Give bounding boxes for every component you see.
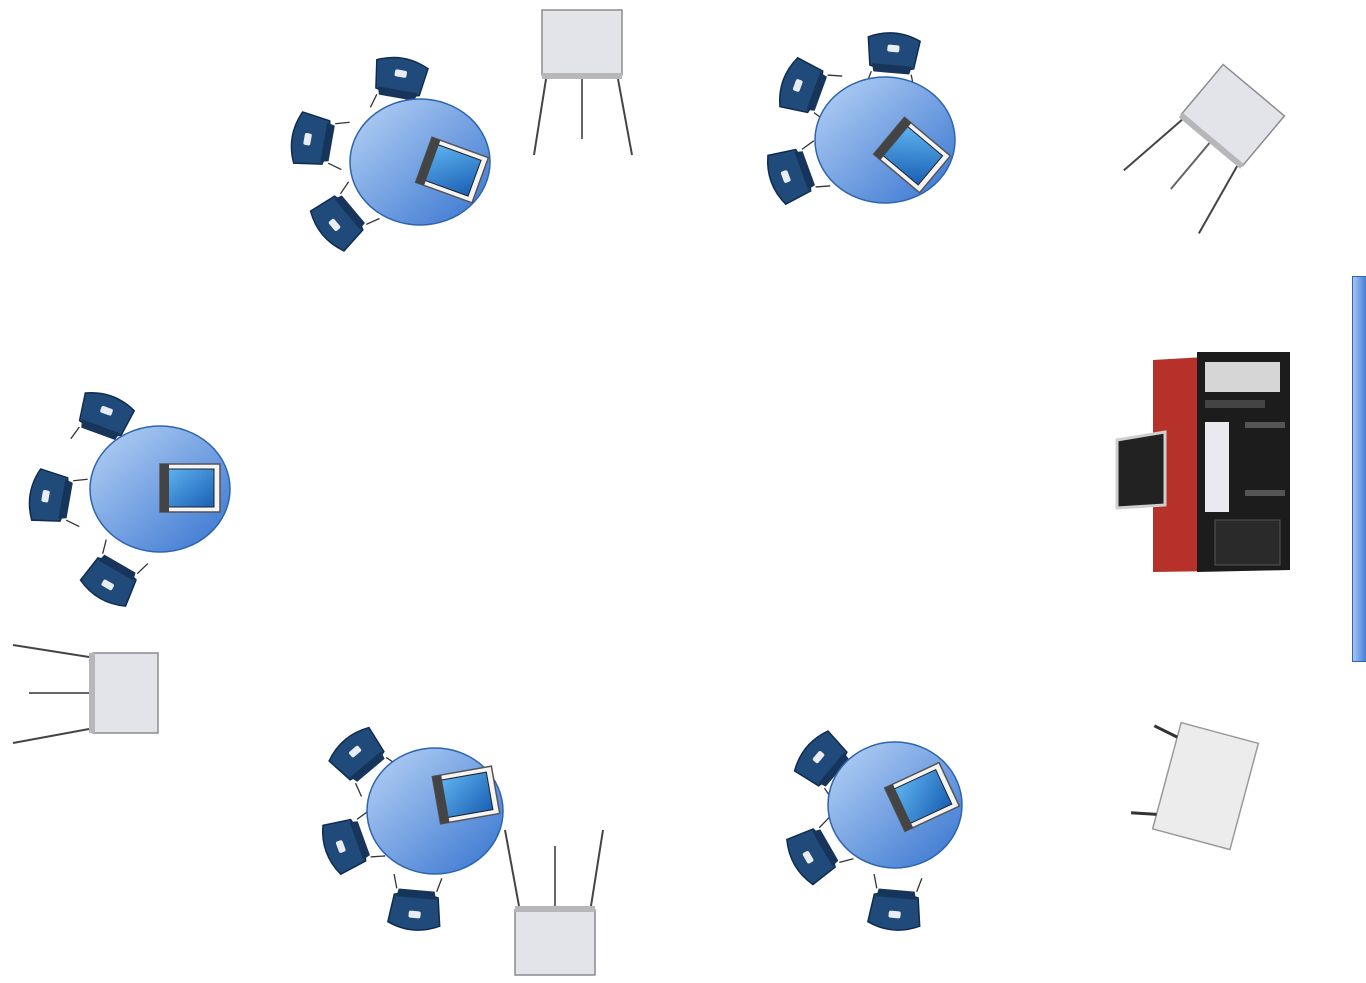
chair-icon — [288, 111, 350, 172]
laptop-icon — [432, 766, 499, 824]
flipchart-easel-icon — [490, 820, 630, 983]
flipchart-easel-icon — [1100, 50, 1300, 250]
laptop-icon — [160, 464, 220, 512]
table-group-1 — [270, 40, 500, 270]
table-group-3 — [10, 385, 240, 625]
chair-icon — [26, 468, 88, 529]
projection-screen-icon — [1352, 276, 1366, 662]
flipchart-easel-icon — [520, 0, 650, 170]
av-cabinet-icon — [1105, 340, 1330, 585]
flipchart-easel-icon — [5, 625, 180, 755]
table-group-5 — [770, 715, 990, 955]
chair-icon — [867, 874, 924, 932]
flipchart-easel-icon — [1110, 710, 1290, 870]
chair-icon — [387, 874, 444, 932]
table-group-4 — [300, 715, 520, 955]
table-group-2 — [740, 15, 970, 225]
